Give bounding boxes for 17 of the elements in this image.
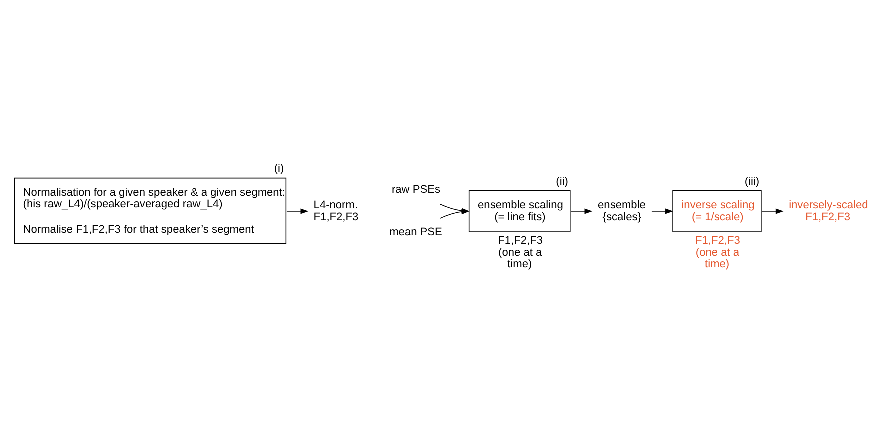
node-box: inverse scaling (= 1/scale) (672, 190, 762, 232)
node-text: inversely-scaled F1,F2,F3 (789, 199, 868, 224)
node-label: F1,F2,F3 (one at a time) (498, 235, 543, 271)
node-box: Normalisation for a given speaker & a given segment: (his raw_L4)/(speaker-averaged raw_L4) Normalise F1,F2,F3 for that speaker’s segment (14, 178, 287, 244)
node-label: (iii) (744, 176, 760, 188)
node-box: ensemble scaling (= line fits) (468, 190, 571, 232)
arrow (286, 208, 309, 214)
node-label: (ii) (556, 176, 568, 188)
arrow (762, 208, 784, 214)
node-label: F1,F2,F3 (one at a time) (696, 235, 740, 271)
node-text: mean PSE (390, 226, 442, 239)
node-text: raw PSEs (392, 184, 440, 196)
node-label: (i) (274, 163, 284, 176)
arrow (652, 208, 674, 214)
node-text: ensemble {scales} (598, 199, 646, 224)
arrow (570, 208, 593, 214)
node-text: L4-norm. F1,F2,F3 (314, 199, 359, 224)
